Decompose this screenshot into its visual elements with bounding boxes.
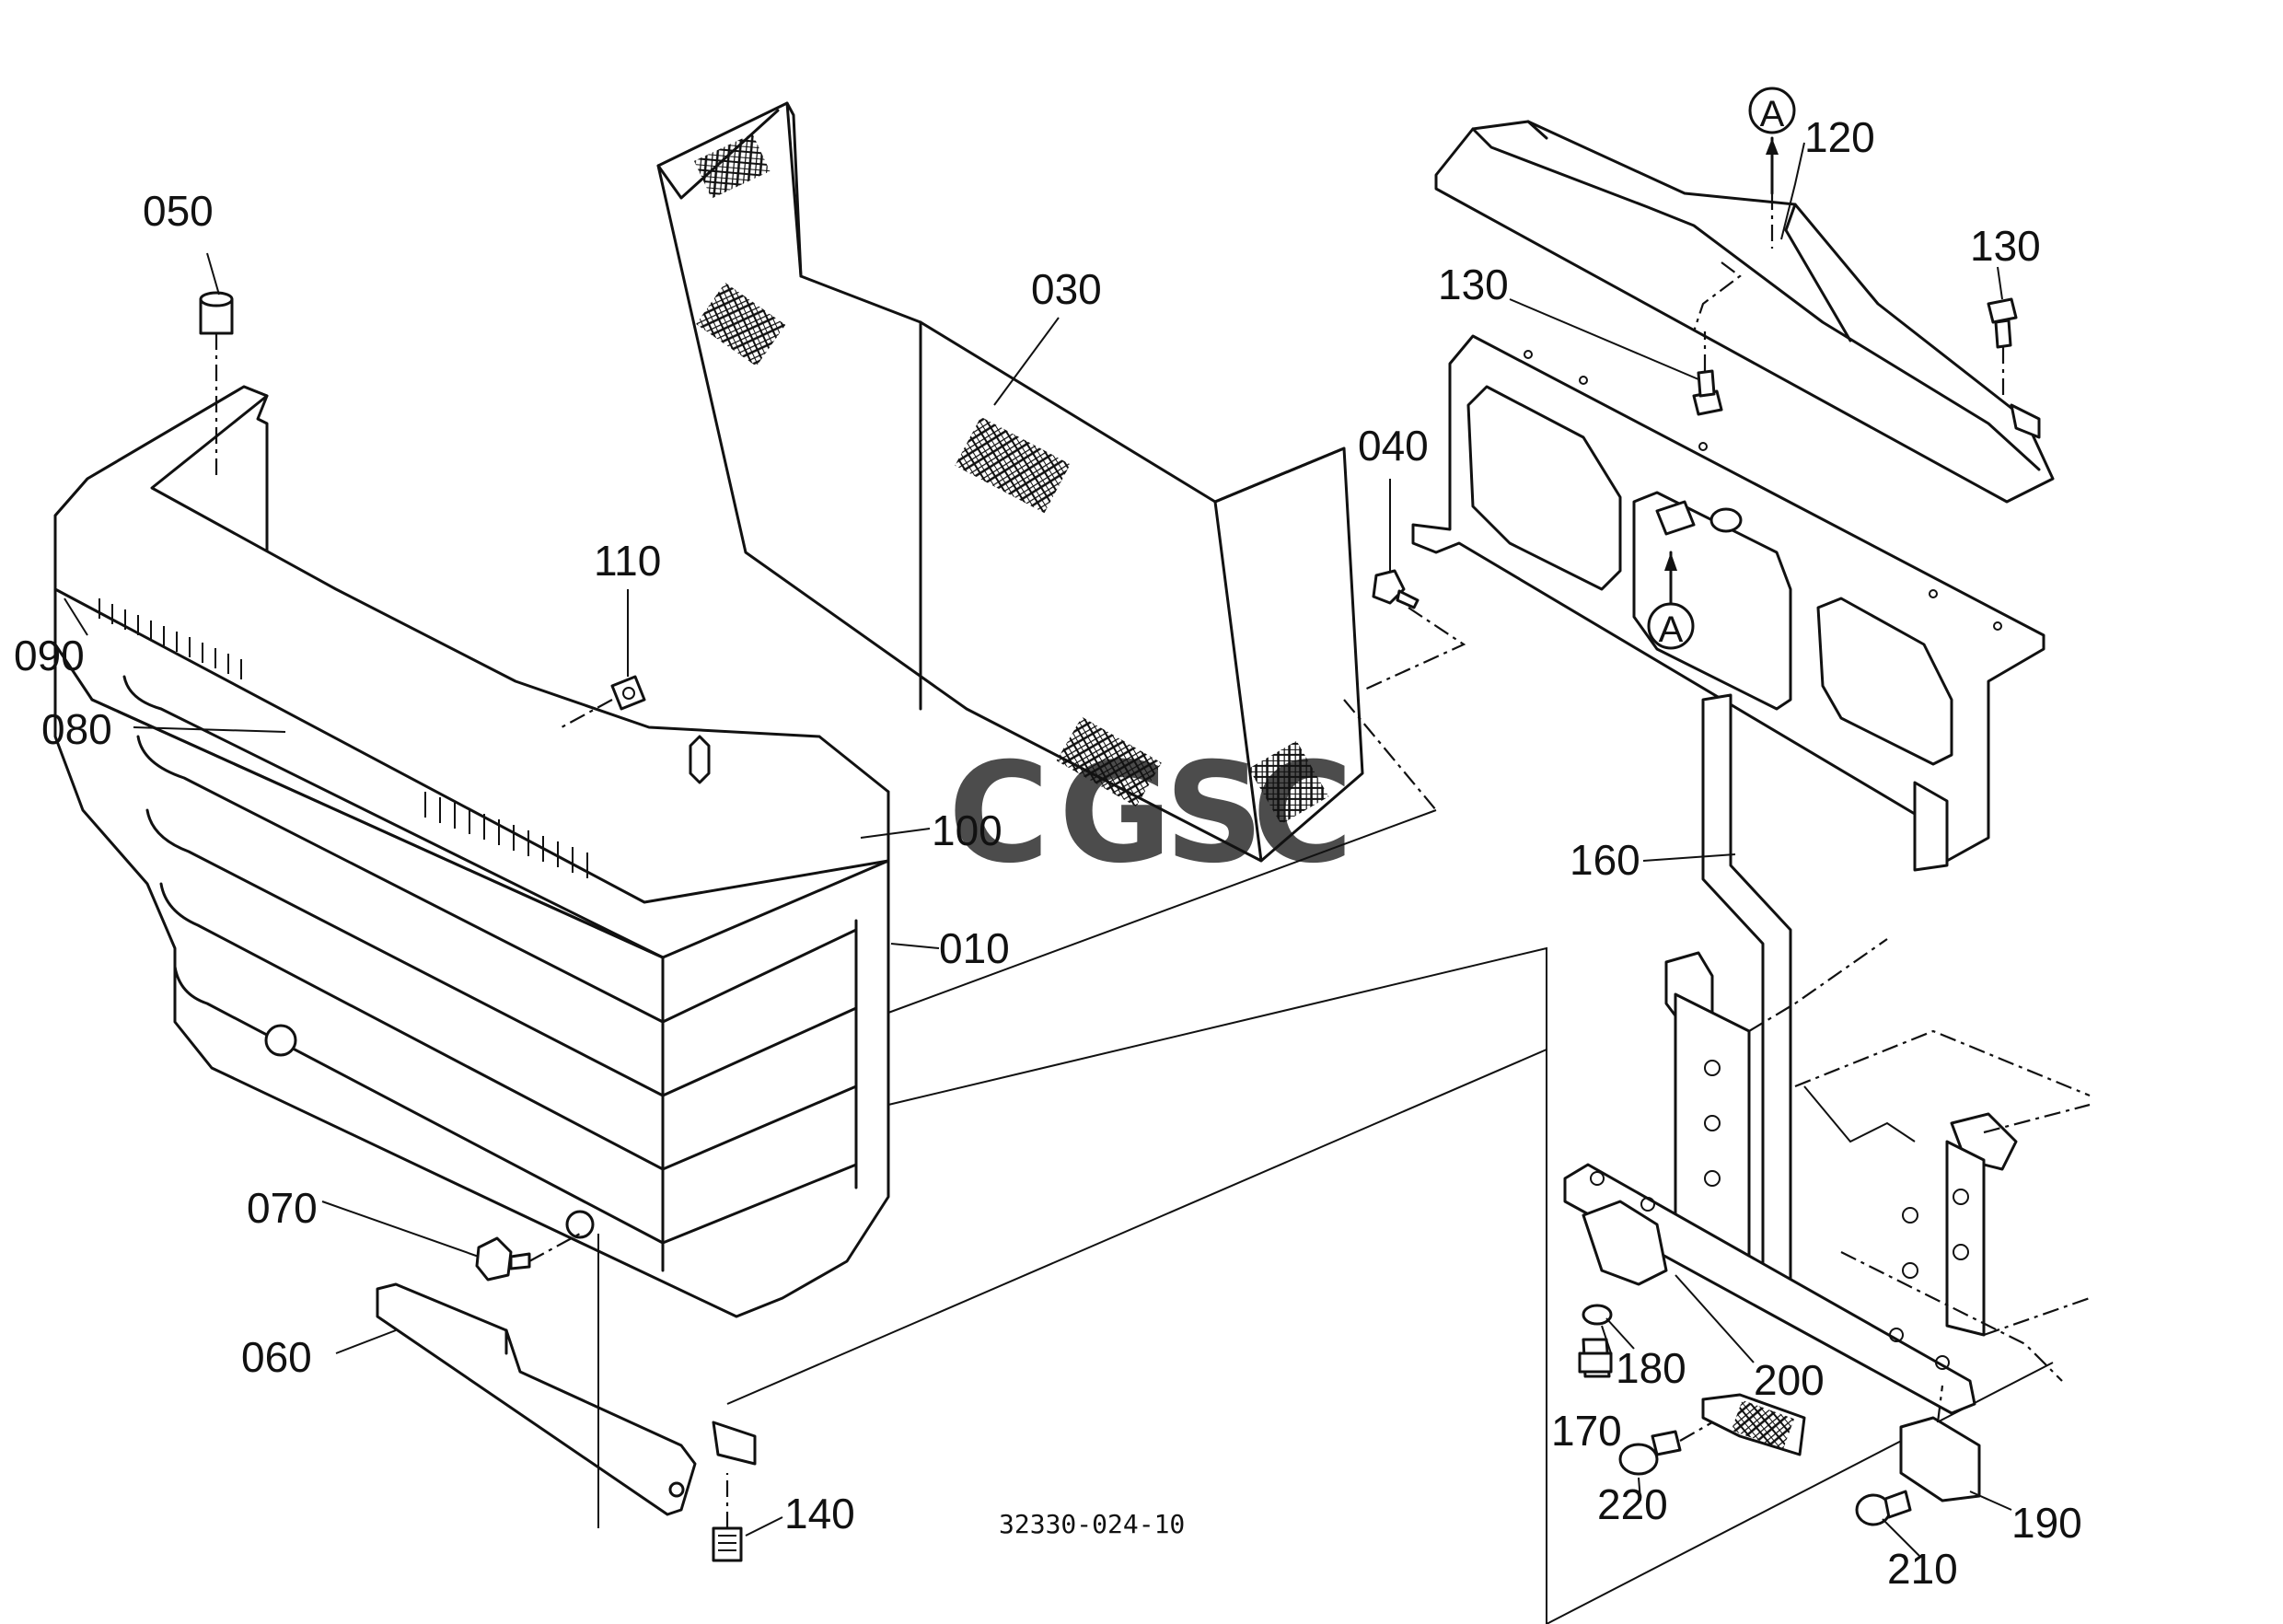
bolt-220 [1618, 1421, 1713, 1476]
callout-130-right: 130 [1970, 222, 2041, 270]
callout-010: 010 [939, 924, 1010, 972]
callout-050: 050 [143, 187, 214, 235]
panel-030 [656, 101, 1364, 863]
callout-070: 070 [247, 1184, 318, 1232]
bolt-130-right [1987, 297, 2018, 396]
watermark-letter-3: S [1165, 734, 1264, 894]
callout-210: 210 [1887, 1545, 1958, 1593]
bolt-040 [1362, 569, 1466, 692]
watermark-letter-4: C [1252, 734, 1353, 894]
callout-180: 180 [1616, 1344, 1686, 1392]
marker-a-bottom: A [1647, 551, 1695, 650]
callout-120: 120 [1804, 113, 1875, 161]
callout-060: 060 [241, 1333, 312, 1381]
bolt-130-left [1692, 331, 1723, 416]
front-grille-010 [53, 385, 890, 1318]
callout-labels: 050 030 040 110 090 080 100 010 070 060 … [14, 113, 2082, 1593]
base-bracket-200 [1563, 1163, 1976, 1415]
watermark-logo: C G S C [948, 734, 1353, 894]
callout-040: 040 [1358, 422, 1429, 470]
nut-110 [561, 675, 711, 784]
callout-080: 080 [41, 705, 112, 753]
vent-slots-right [424, 792, 588, 878]
callout-140: 140 [784, 1490, 855, 1537]
callout-190: 190 [2011, 1499, 2082, 1547]
callout-200: 200 [1754, 1356, 1825, 1404]
watermark-letter-2: G [1059, 734, 1172, 894]
drawing-code: 32330-024-10 [999, 1509, 1185, 1539]
washer-180 [1582, 1304, 1613, 1326]
chassis-outline [1664, 938, 2091, 1382]
bushing-050 [199, 291, 234, 479]
callout-090: 090 [14, 632, 85, 679]
hood-120 [1434, 120, 2055, 504]
bolt-210 [1855, 1490, 1912, 1526]
leader-lines [64, 142, 2012, 1557]
bolt-140 [712, 1473, 743, 1562]
callout-110: 110 [594, 537, 661, 585]
callout-100: 100 [932, 806, 1002, 854]
callout-220: 220 [1597, 1480, 1668, 1528]
vent-slots-left [99, 598, 242, 679]
watermark-letter-1: C [948, 734, 1049, 894]
callout-160: 160 [1570, 836, 1640, 884]
callout-030: 030 [1031, 265, 1102, 313]
callout-130-left: 130 [1438, 261, 1509, 308]
mount-frame [1411, 334, 2045, 872]
callout-170: 170 [1551, 1407, 1622, 1455]
clip-plate [1701, 1393, 1806, 1456]
marker-a-top-label: A [1760, 94, 1785, 134]
marker-a-bottom-label: A [1659, 609, 1684, 650]
bracket-060 [376, 1282, 757, 1516]
marker-a-top: A [1748, 87, 1796, 249]
bolt-170 [1578, 1338, 1613, 1378]
bolt-070 [475, 1233, 581, 1282]
